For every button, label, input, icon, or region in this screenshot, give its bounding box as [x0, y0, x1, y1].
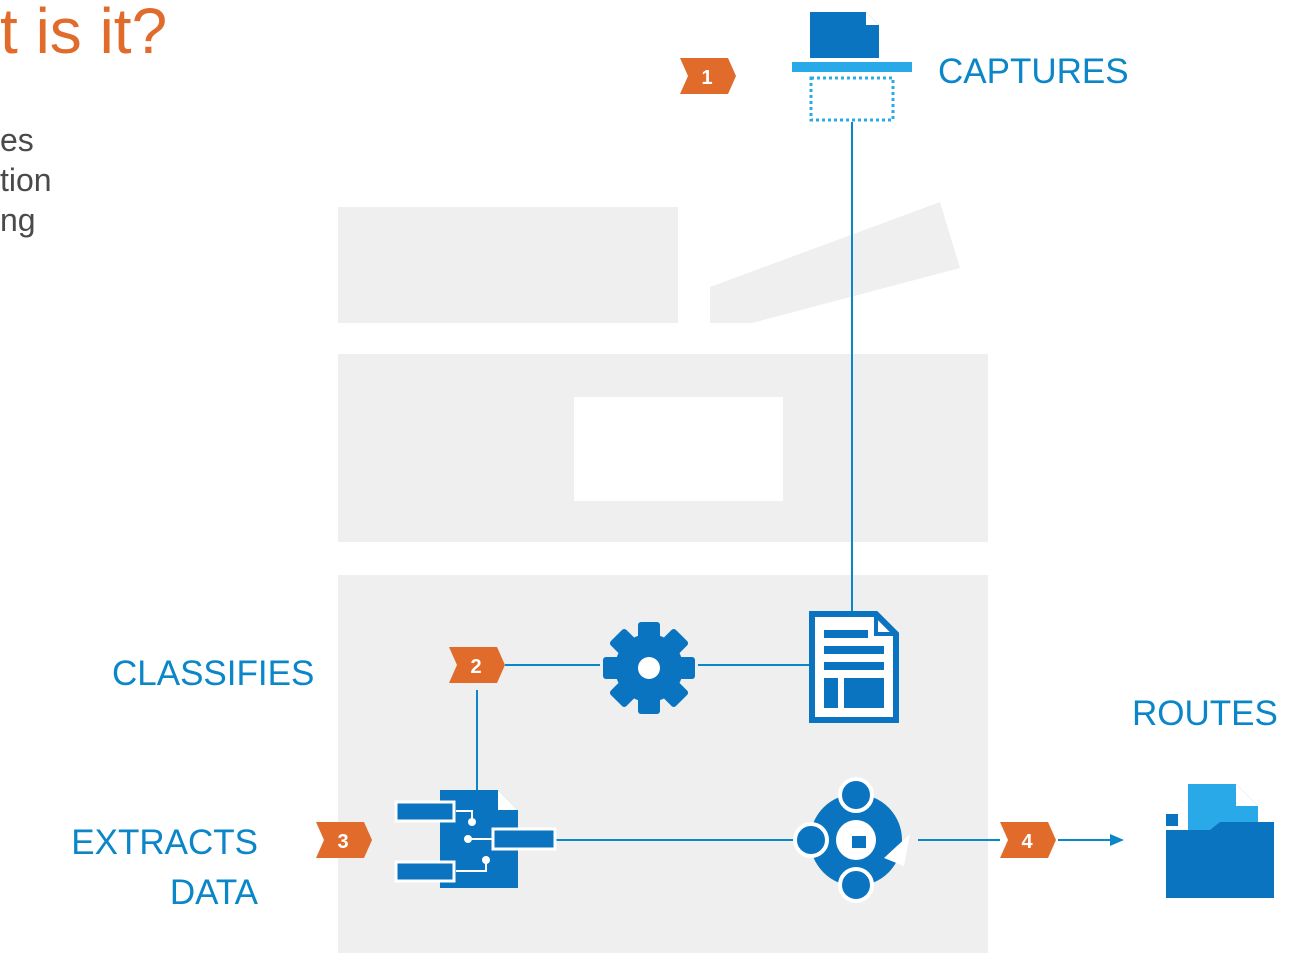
- step-number: 2: [470, 656, 481, 678]
- bullet-item: es: [0, 122, 34, 158]
- bullet-list: es tion ng: [0, 120, 52, 240]
- step-number: 1: [701, 67, 712, 89]
- page-title: t is it?: [0, 0, 168, 67]
- step-label-classifies: CLASSIFIES: [112, 654, 315, 693]
- connector-lines: [476, 122, 1112, 841]
- arrow-head-icon: [1110, 834, 1124, 846]
- step-number: 4: [1021, 831, 1033, 853]
- document-layout-icon: [809, 611, 899, 723]
- step-badge-1: 1: [680, 58, 736, 94]
- scanner-icon: [792, 12, 912, 122]
- step-label-line: DATA: [169, 873, 258, 912]
- step-label-captures: CAPTURES: [938, 52, 1129, 91]
- step-label-extracts: EXTRACTS DATA: [60, 818, 258, 918]
- step-number: 3: [337, 831, 348, 853]
- step-badge-2: 2: [449, 647, 505, 683]
- step-badge-3: 3: [316, 822, 372, 858]
- gear-icon: [603, 622, 695, 714]
- step-label-routes: ROUTES: [1132, 694, 1278, 733]
- step-label-line: EXTRACTS: [71, 823, 258, 862]
- step-badge-4: 4: [1000, 822, 1056, 858]
- data-extraction-icon: [394, 790, 557, 888]
- workflow-cycle-icon: [793, 777, 910, 903]
- folder-icon: [1166, 784, 1274, 898]
- bullet-item: tion: [0, 162, 52, 198]
- bullet-item: ng: [0, 202, 36, 238]
